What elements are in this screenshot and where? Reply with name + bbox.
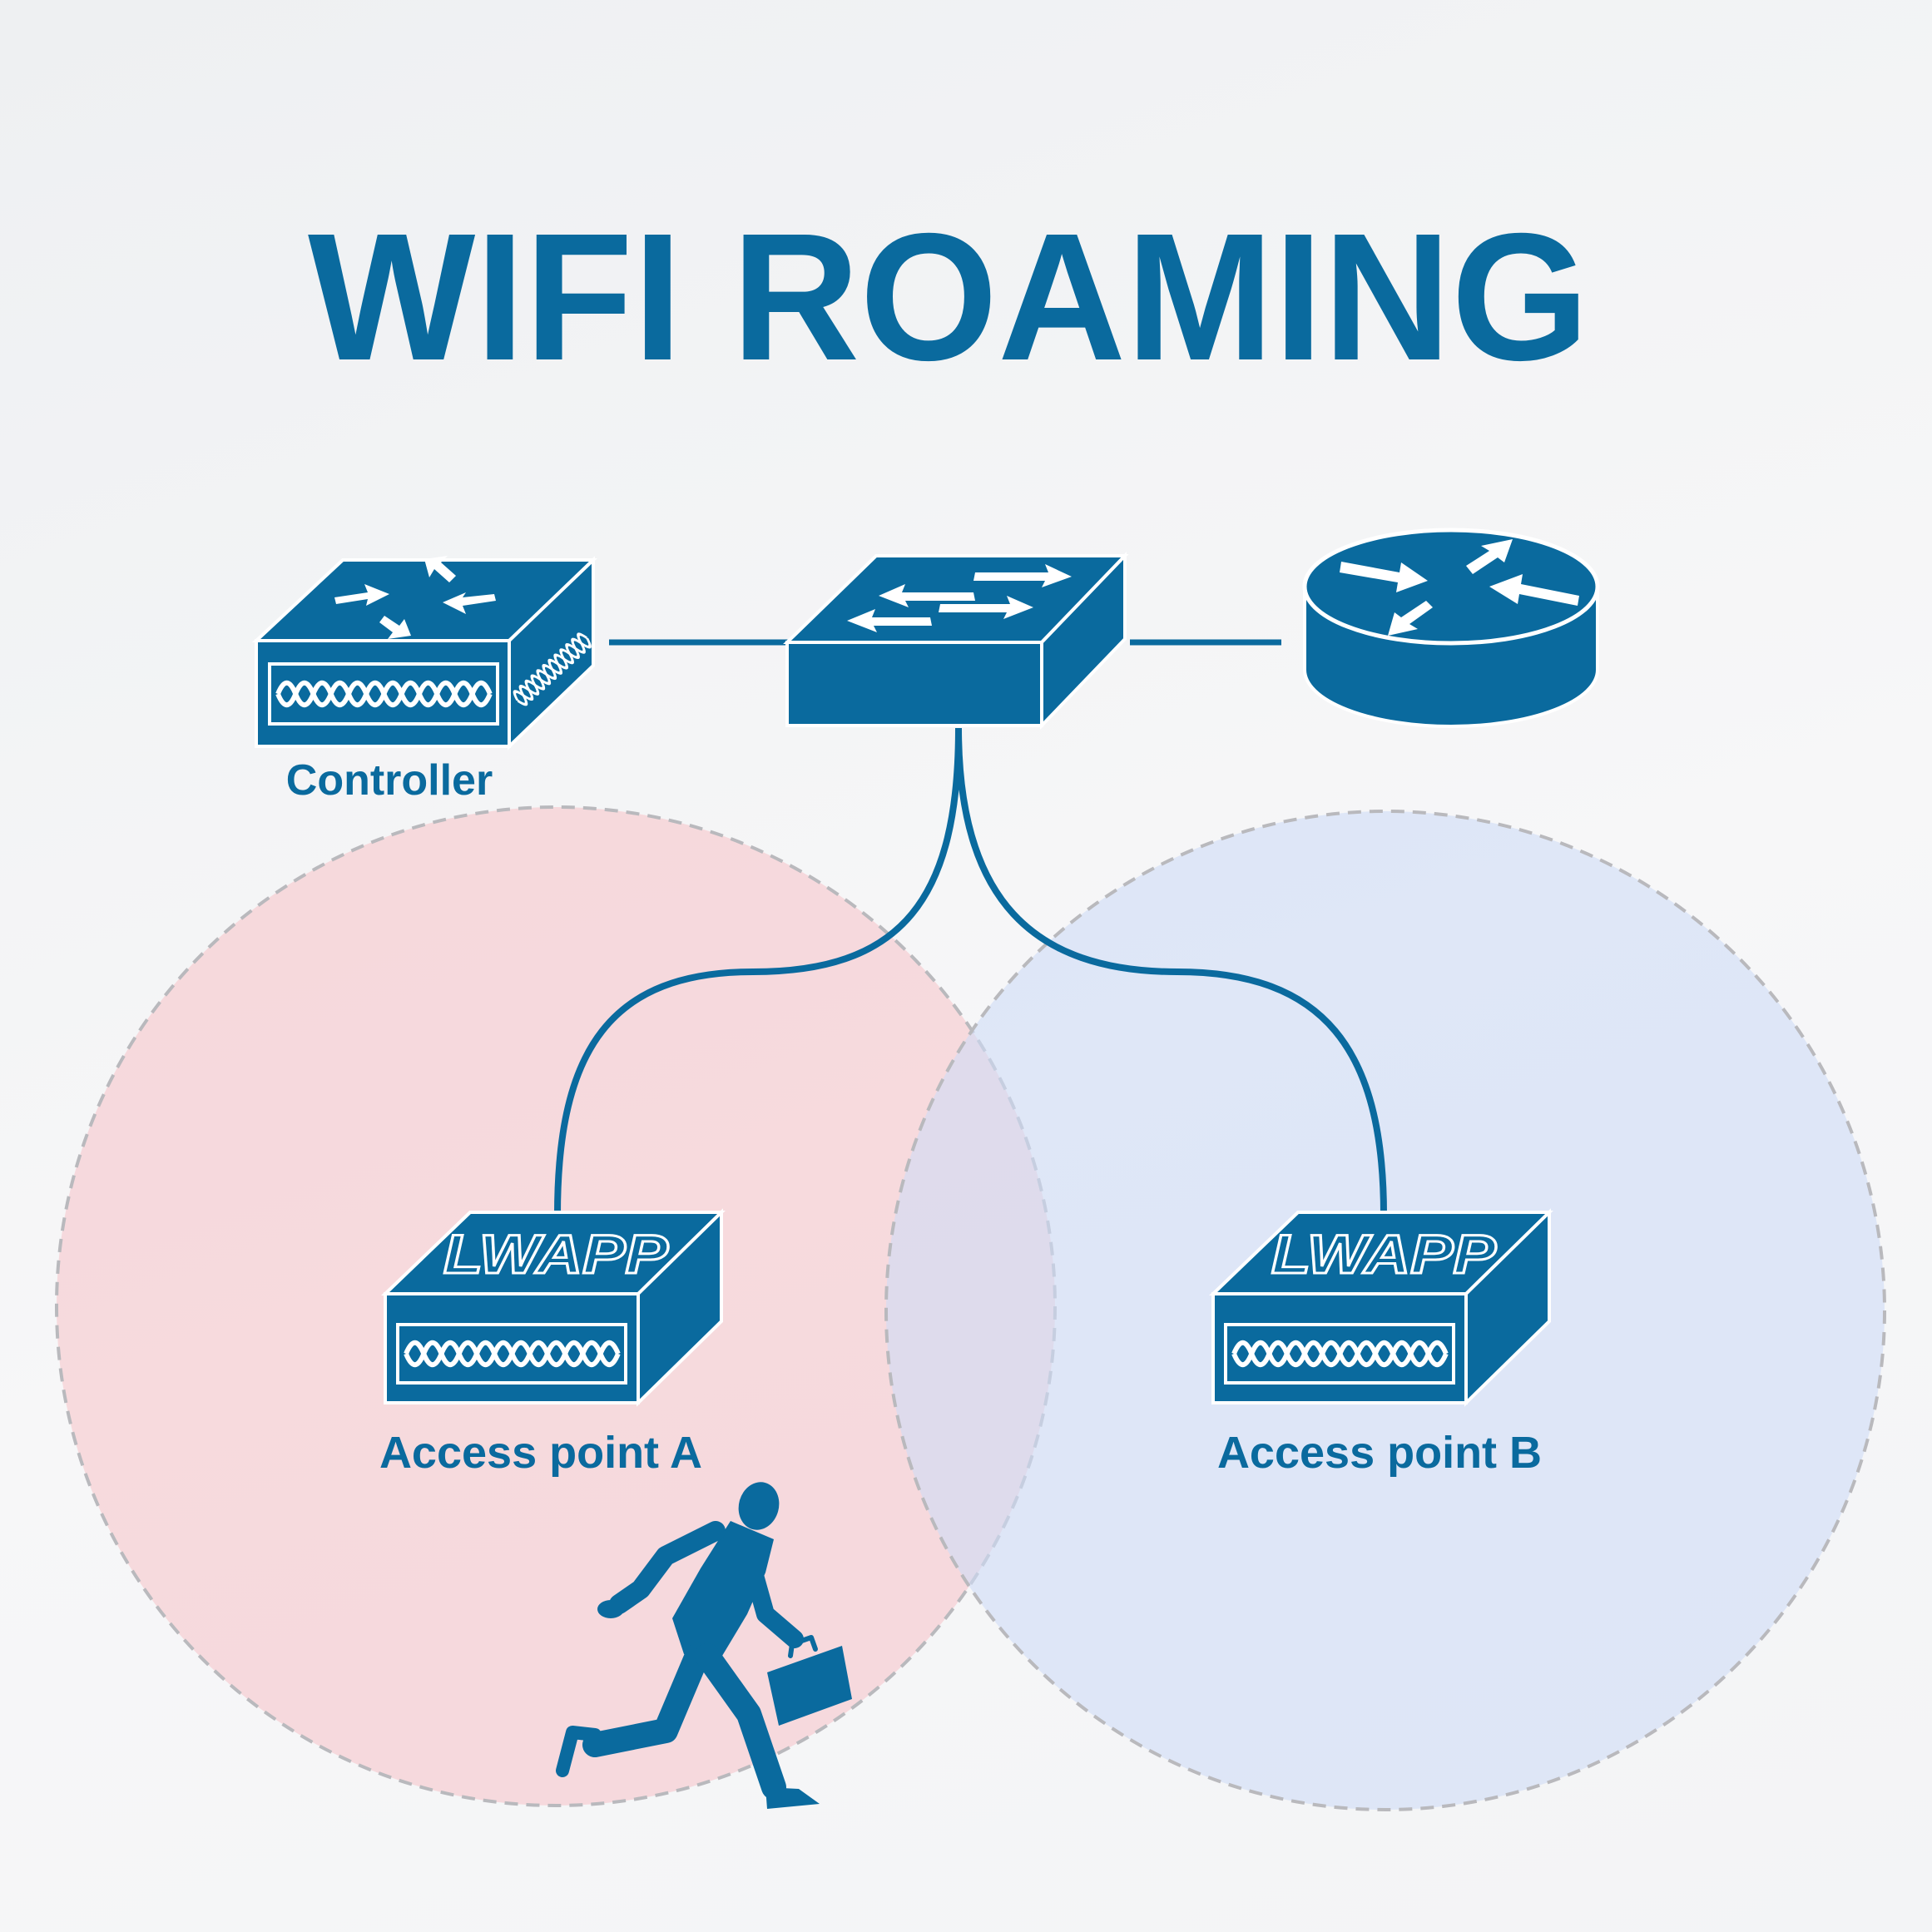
wlan-controller-icon bbox=[251, 556, 597, 751]
lwapp-access-point-icon bbox=[381, 1208, 726, 1407]
router-icon bbox=[1302, 528, 1600, 728]
controller-label: Controller bbox=[286, 756, 493, 805]
page-title: WIFI ROAMING bbox=[308, 196, 1589, 399]
access-point-b-label: Access point B bbox=[1217, 1428, 1542, 1478]
running-businessman-icon bbox=[556, 1482, 852, 1809]
link-switch-access-point-a bbox=[554, 727, 962, 1216]
access-point-a-label: Access point A bbox=[379, 1428, 702, 1478]
link-switch-access-point-b bbox=[955, 727, 1387, 1216]
lwapp-access-point-icon bbox=[1209, 1208, 1553, 1407]
controller-device[interactable]: Controller bbox=[251, 556, 597, 805]
access-point-a[interactable]: LWAPP Access point A bbox=[379, 1208, 726, 1478]
access-point-a-badge: LWAPP bbox=[443, 1223, 669, 1285]
access-point-b[interactable]: LWAPP Access point B bbox=[1209, 1208, 1553, 1478]
switch-device[interactable] bbox=[783, 552, 1129, 730]
router-device[interactable] bbox=[1302, 528, 1600, 728]
access-point-b-badge: LWAPP bbox=[1271, 1223, 1497, 1285]
switch-icon bbox=[783, 552, 1129, 730]
